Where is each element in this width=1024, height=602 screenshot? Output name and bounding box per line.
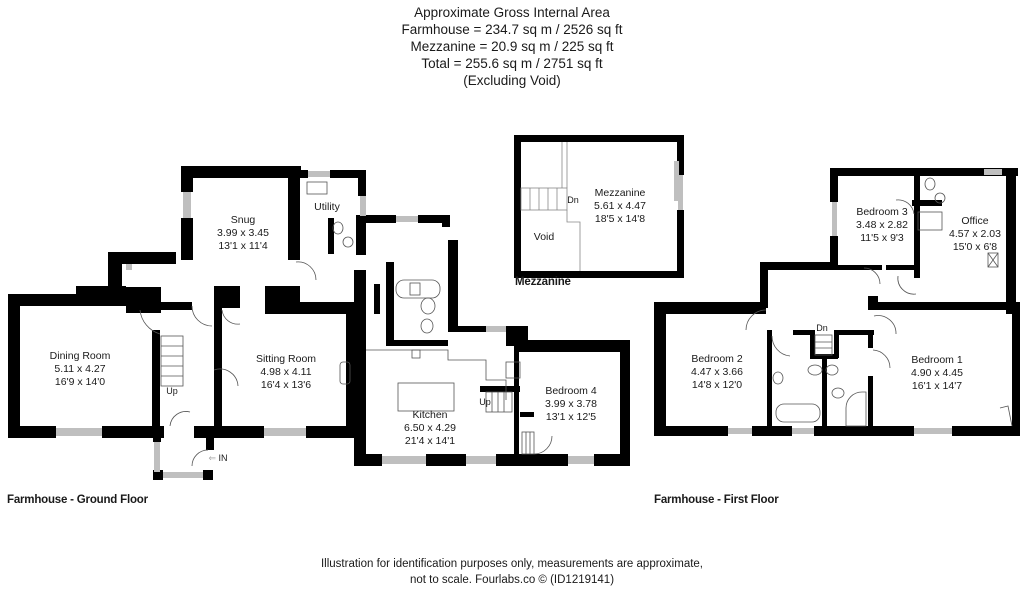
room-name: Bedroom 4 (545, 385, 597, 397)
room-name: Bedroom 3 (856, 206, 908, 218)
mezzanine-window (678, 175, 683, 210)
room-imperial: 14'8 x 12'0 (691, 379, 743, 391)
room-name: Snug (230, 214, 256, 226)
disclaimer-line-1: Illustration for identification purposes… (320, 558, 704, 570)
room-dining-room: Dining Room 5.11 x 4.27 16'9 x 14'0 (50, 350, 111, 389)
ground-floor-title: Farmhouse - Ground Floor (7, 494, 148, 506)
first-floor-windows (674, 161, 1002, 434)
mezzanine-area: Mezzanine = 20.9 sq m / 225 sq ft (410, 39, 614, 54)
ground-floor-fixtures (139, 181, 553, 467)
room-imperial: 13'1 x 11'4 (218, 240, 268, 252)
room-metric: 4.98 x 4.11 (260, 366, 312, 378)
room-snug: Snug 3.99 x 3.45 13'1 x 11'4 (217, 214, 269, 253)
ground-floor-walls (8, 166, 630, 480)
room-metric: 4.47 x 3.66 (691, 366, 743, 378)
room-name: Dining Room (49, 350, 111, 362)
room-metric: 5.11 x 4.27 (54, 363, 106, 375)
room-mezzanine: Mezzanine 5.61 x 4.47 18'5 x 14'8 (594, 187, 646, 226)
mezzanine-fixtures (520, 142, 581, 271)
room-bedroom-3: Bedroom 3 3.48 x 2.82 11'5 x 9'3 (856, 206, 908, 245)
disclaimer: Illustration for identification purposes… (0, 556, 1024, 588)
area-title: Approximate Gross Internal Area (414, 5, 610, 20)
stairs-down-label-first: Dn (816, 323, 828, 333)
room-imperial: 15'0 x 6'8 (952, 241, 998, 253)
first-floor-title: Farmhouse - First Floor (654, 494, 779, 506)
total-area: Total = 255.6 sq m / 2751 sq ft (421, 56, 603, 71)
room-utility: Utility (314, 201, 340, 214)
room-name: Bedroom 2 (691, 353, 743, 365)
arrow-left-icon: ⇐ (208, 453, 217, 463)
room-metric: 5.61 x 4.47 (594, 200, 646, 212)
room-metric: 3.99 x 3.78 (545, 398, 597, 410)
room-imperial: 16'4 x 13'6 (260, 379, 312, 391)
room-name: Mezzanine (594, 187, 646, 199)
entrance-text: IN (218, 453, 228, 463)
first-floor-fixtures (745, 177, 1013, 427)
room-metric: 4.90 x 4.45 (911, 367, 963, 379)
room-name: Sitting Room (255, 353, 317, 365)
room-metric: 3.99 x 3.45 (217, 227, 269, 239)
disclaimer-line-2: not to scale. Fourlabs.co © (ID1219141) (409, 574, 615, 586)
room-name: Office (961, 215, 989, 227)
stairs-down-label: Dn (567, 195, 579, 205)
entrance-label: ⇐ IN (208, 452, 227, 465)
area-note: (Excluding Void) (463, 73, 561, 88)
room-metric: 3.48 x 2.82 (856, 219, 908, 231)
room-metric: 6.50 x 4.29 (404, 422, 456, 434)
room-kitchen: Kitchen 6.50 x 4.29 21'4 x 14'1 (404, 409, 456, 448)
mezzanine-walls (514, 135, 684, 278)
room-metric: 4.57 x 2.03 (949, 228, 1001, 240)
room-void: Void (534, 231, 554, 244)
room-imperial: 18'5 x 14'8 (594, 213, 646, 225)
room-name: Bedroom 1 (911, 354, 963, 366)
mezzanine-title: Mezzanine (515, 276, 571, 288)
area-summary: Approximate Gross Internal Area Farmhous… (0, 4, 1024, 89)
room-bedroom-1: Bedroom 1 4.90 x 4.45 16'1 x 14'7 (911, 354, 963, 393)
room-imperial: 21'4 x 14'1 (404, 435, 456, 447)
ground-floor-windows (56, 171, 594, 478)
stairs-up-label: Up (166, 386, 178, 396)
stairs-up-label-kitchen: Up (479, 397, 491, 407)
room-imperial: 11'5 x 9'3 (860, 232, 904, 244)
room-office: Office 4.57 x 2.03 15'0 x 6'8 (949, 215, 1001, 254)
room-imperial: 16'9 x 14'0 (54, 376, 106, 388)
room-name: Kitchen (412, 409, 448, 421)
room-imperial: 16'1 x 14'7 (911, 380, 963, 392)
room-name: Utility (314, 201, 340, 213)
room-imperial: 13'1 x 12'5 (545, 411, 597, 423)
room-bedroom-2: Bedroom 2 4.47 x 3.66 14'8 x 12'0 (691, 353, 743, 392)
room-bedroom-4: Bedroom 4 3.99 x 3.78 13'1 x 12'5 (545, 385, 597, 424)
room-sitting-room: Sitting Room 4.98 x 4.11 16'4 x 13'6 (256, 353, 316, 392)
first-floor-walls (654, 168, 1020, 436)
farmhouse-area: Farmhouse = 234.7 sq m / 2526 sq ft (401, 22, 623, 37)
room-name: Void (533, 231, 555, 243)
